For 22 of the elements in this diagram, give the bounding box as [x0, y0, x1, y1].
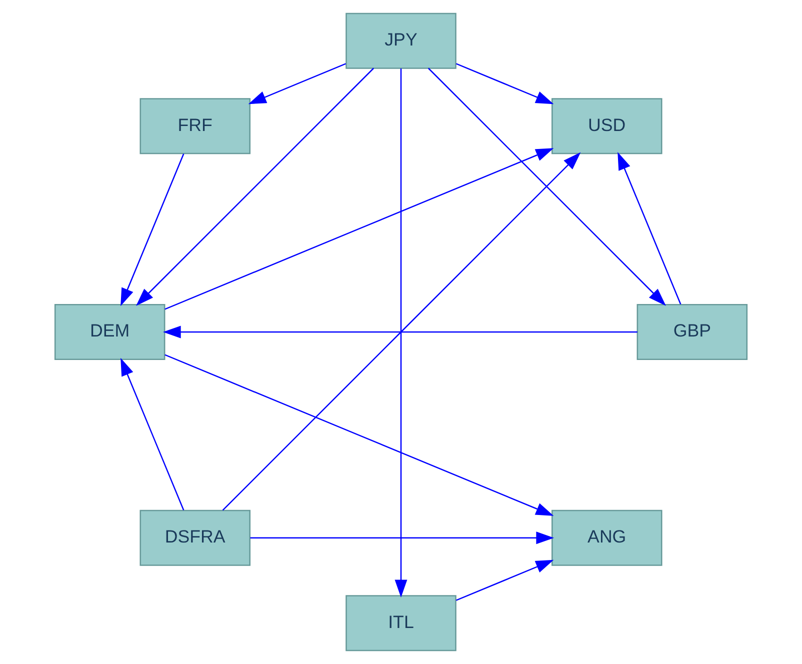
- node-box: GBP: [636, 304, 748, 360]
- arrow: [164, 148, 554, 310]
- node-box: ITL: [346, 595, 456, 652]
- arrow: [164, 354, 554, 516]
- arrow: [120, 358, 184, 510]
- node-box: JPY: [346, 12, 456, 69]
- node-box: DEM: [54, 304, 166, 360]
- arrow: [248, 63, 346, 104]
- node-box: USD: [551, 98, 662, 154]
- arrow: [162, 326, 638, 338]
- arrow: [222, 152, 581, 511]
- node-box: FRF: [140, 98, 251, 154]
- arrow: [136, 68, 374, 306]
- arrow: [456, 63, 554, 104]
- arrow: [618, 152, 682, 304]
- arrow: [394, 68, 408, 598]
- arrow: [428, 68, 666, 306]
- arrow: [456, 560, 554, 601]
- arrow: [120, 154, 184, 306]
- node-box: DSFRA: [140, 510, 251, 566]
- arrow: [250, 532, 554, 544]
- node-box: ANG: [551, 510, 662, 566]
